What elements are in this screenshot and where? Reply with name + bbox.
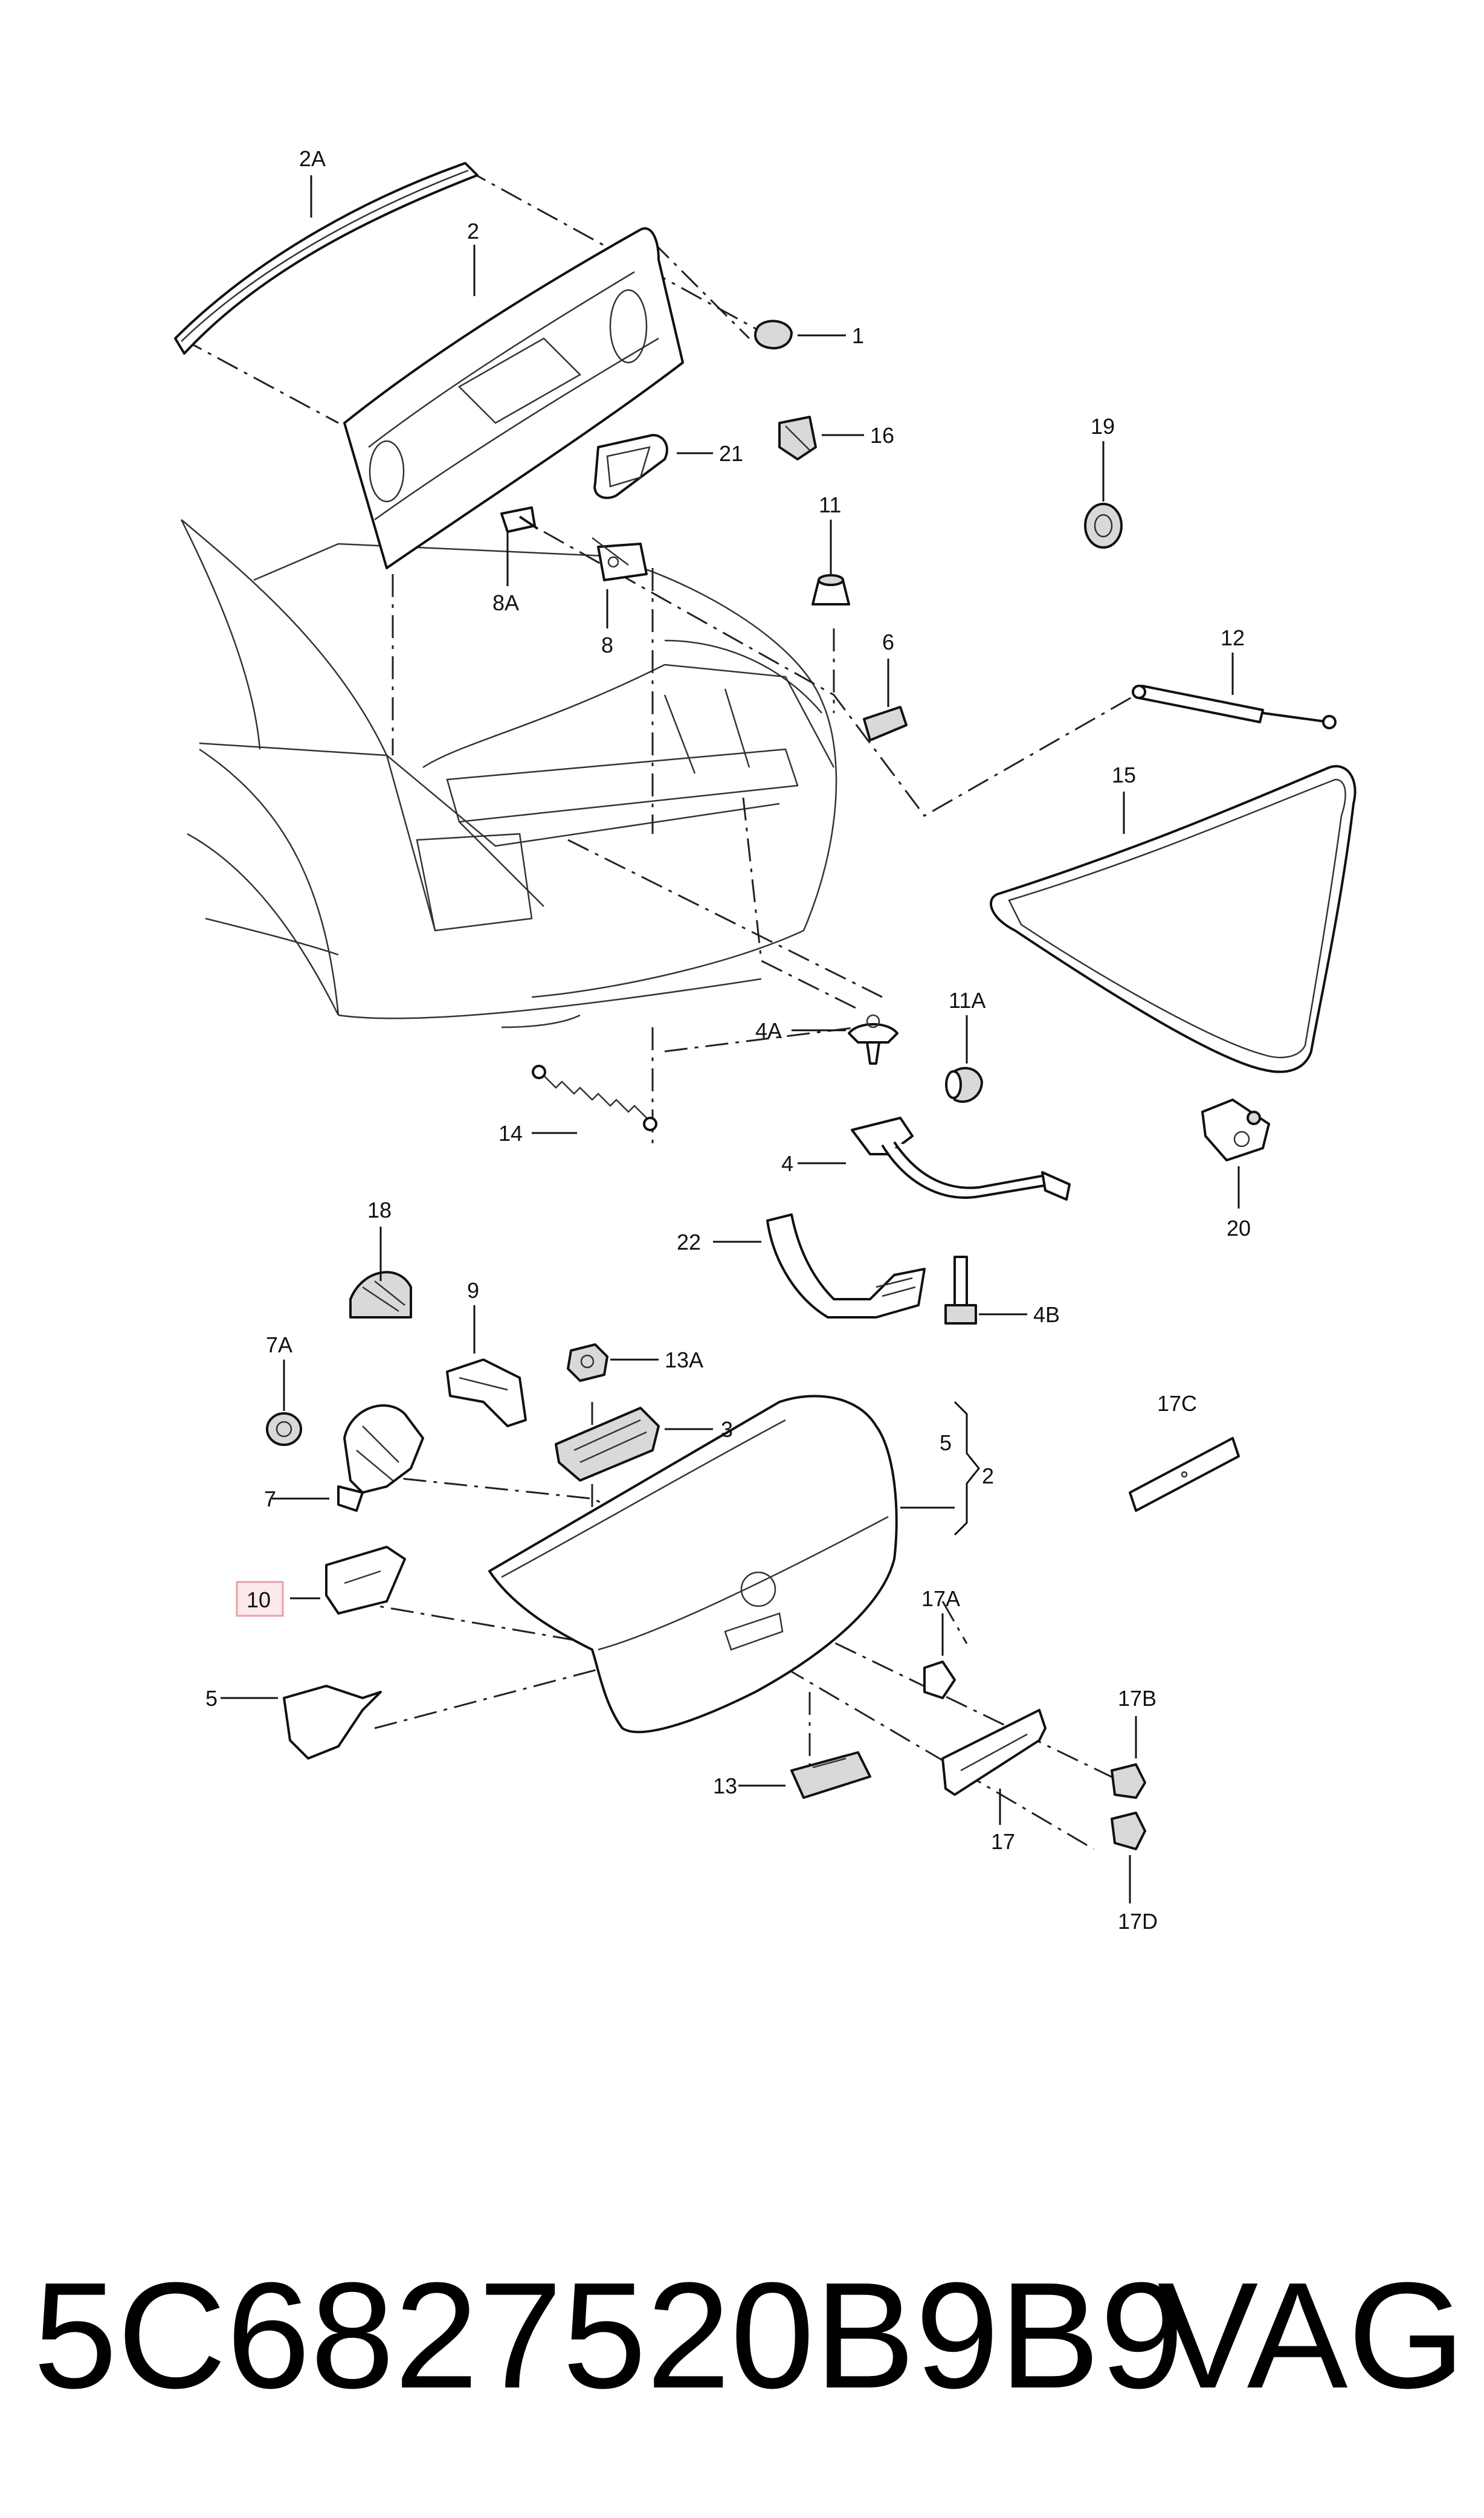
- bolt-8A: [500, 506, 539, 533]
- callout-17D: 17D: [1118, 1909, 1158, 1934]
- callout-4: 4: [781, 1151, 793, 1176]
- callout-17C: 17C: [1157, 1391, 1197, 1416]
- trunk-lid-inner-2: [343, 227, 684, 569]
- callout-17A: 17A: [921, 1586, 960, 1611]
- trunk-lid-outer-2: [488, 1395, 898, 1734]
- callout-12: 12: [1221, 625, 1245, 650]
- buffer-11A: [945, 1067, 983, 1103]
- handle-22: [766, 1213, 926, 1319]
- callout-17B: 17B: [1118, 1686, 1157, 1711]
- callout-6: 6: [882, 630, 894, 654]
- callout-7: 7: [264, 1487, 276, 1511]
- callout-7A: 7A: [266, 1332, 292, 1357]
- callout-21: 21: [719, 441, 743, 466]
- callout-labels: 2A 2 1 16 21 19 11 8A 8 6 12 15 4A 11A 1…: [205, 146, 1251, 1934]
- trim-5: [283, 1685, 382, 1760]
- part-number: 5C6827520B9B9: [33, 2251, 1184, 2420]
- screw-17D: [1111, 1812, 1146, 1850]
- callout-8: 8: [601, 633, 613, 657]
- bracket-10: [325, 1546, 406, 1615]
- callout-19: 19: [1091, 414, 1115, 439]
- buffer-11: [811, 574, 850, 605]
- bolt-4B: [944, 1256, 977, 1325]
- screw-17B: [1111, 1763, 1146, 1799]
- callout-16: 16: [870, 423, 894, 448]
- callout-8A: 8A: [492, 590, 519, 615]
- callout-14: 14: [498, 1121, 523, 1146]
- cover-18: [349, 1271, 412, 1319]
- callout-13A: 13A: [665, 1348, 703, 1372]
- nut-13A: [567, 1343, 608, 1382]
- clip-17A: [923, 1661, 956, 1699]
- callout-5a: 5: [940, 1430, 952, 1455]
- callout-5: 5: [205, 1686, 218, 1711]
- callout-4A: 4A: [755, 1018, 782, 1043]
- grommet-21: [593, 434, 668, 499]
- badge-17C: [1129, 1437, 1240, 1512]
- buffer-7A: [266, 1412, 302, 1446]
- seal-15: [990, 765, 1357, 1073]
- callout-11A: 11A: [949, 988, 986, 1013]
- clip-4A: [848, 1014, 898, 1065]
- callout-1: 1: [852, 323, 864, 348]
- plate-17: [941, 1709, 1047, 1796]
- brand-name: VAG: [1157, 2251, 1465, 2420]
- callout-20: 20: [1227, 1216, 1251, 1241]
- bracket-20: [1201, 1099, 1270, 1161]
- callout-2A: 2A: [299, 146, 326, 171]
- callout-15: 15: [1112, 763, 1136, 787]
- pad-6: [863, 706, 908, 741]
- callout-22: 22: [677, 1230, 701, 1254]
- callout-17: 17: [991, 1829, 1015, 1854]
- hinge-4: [851, 1117, 1071, 1201]
- lock-assembly-7: [337, 1404, 424, 1512]
- callout-10-highlight: [236, 1581, 284, 1617]
- spring-14: [532, 1065, 657, 1131]
- callout-18: 18: [367, 1198, 392, 1222]
- cover-9: [446, 1358, 527, 1427]
- gas-strut-12: [1132, 685, 1337, 729]
- callout-4B: 4B: [1033, 1302, 1060, 1327]
- cap-19: [1084, 503, 1123, 549]
- bump-stop-1: [754, 320, 793, 350]
- spoiler-strip-2A: [174, 162, 479, 355]
- footer: 5C6827520B9B9 VAG: [33, 2248, 1465, 2423]
- callout-9: 9: [467, 1278, 479, 1303]
- lock-3: [555, 1407, 660, 1482]
- buffer-16: [778, 416, 817, 460]
- callout-2b: 2: [982, 1464, 994, 1488]
- striker-8: [592, 537, 648, 581]
- callout-3: 3: [721, 1417, 733, 1442]
- callout-10: 10: [247, 1587, 271, 1612]
- callout-13: 13: [713, 1774, 737, 1798]
- callout-2: 2: [467, 219, 479, 244]
- callout-leaders: [221, 175, 1240, 1903]
- callout-11: 11: [819, 492, 841, 517]
- handle-13: [790, 1751, 871, 1799]
